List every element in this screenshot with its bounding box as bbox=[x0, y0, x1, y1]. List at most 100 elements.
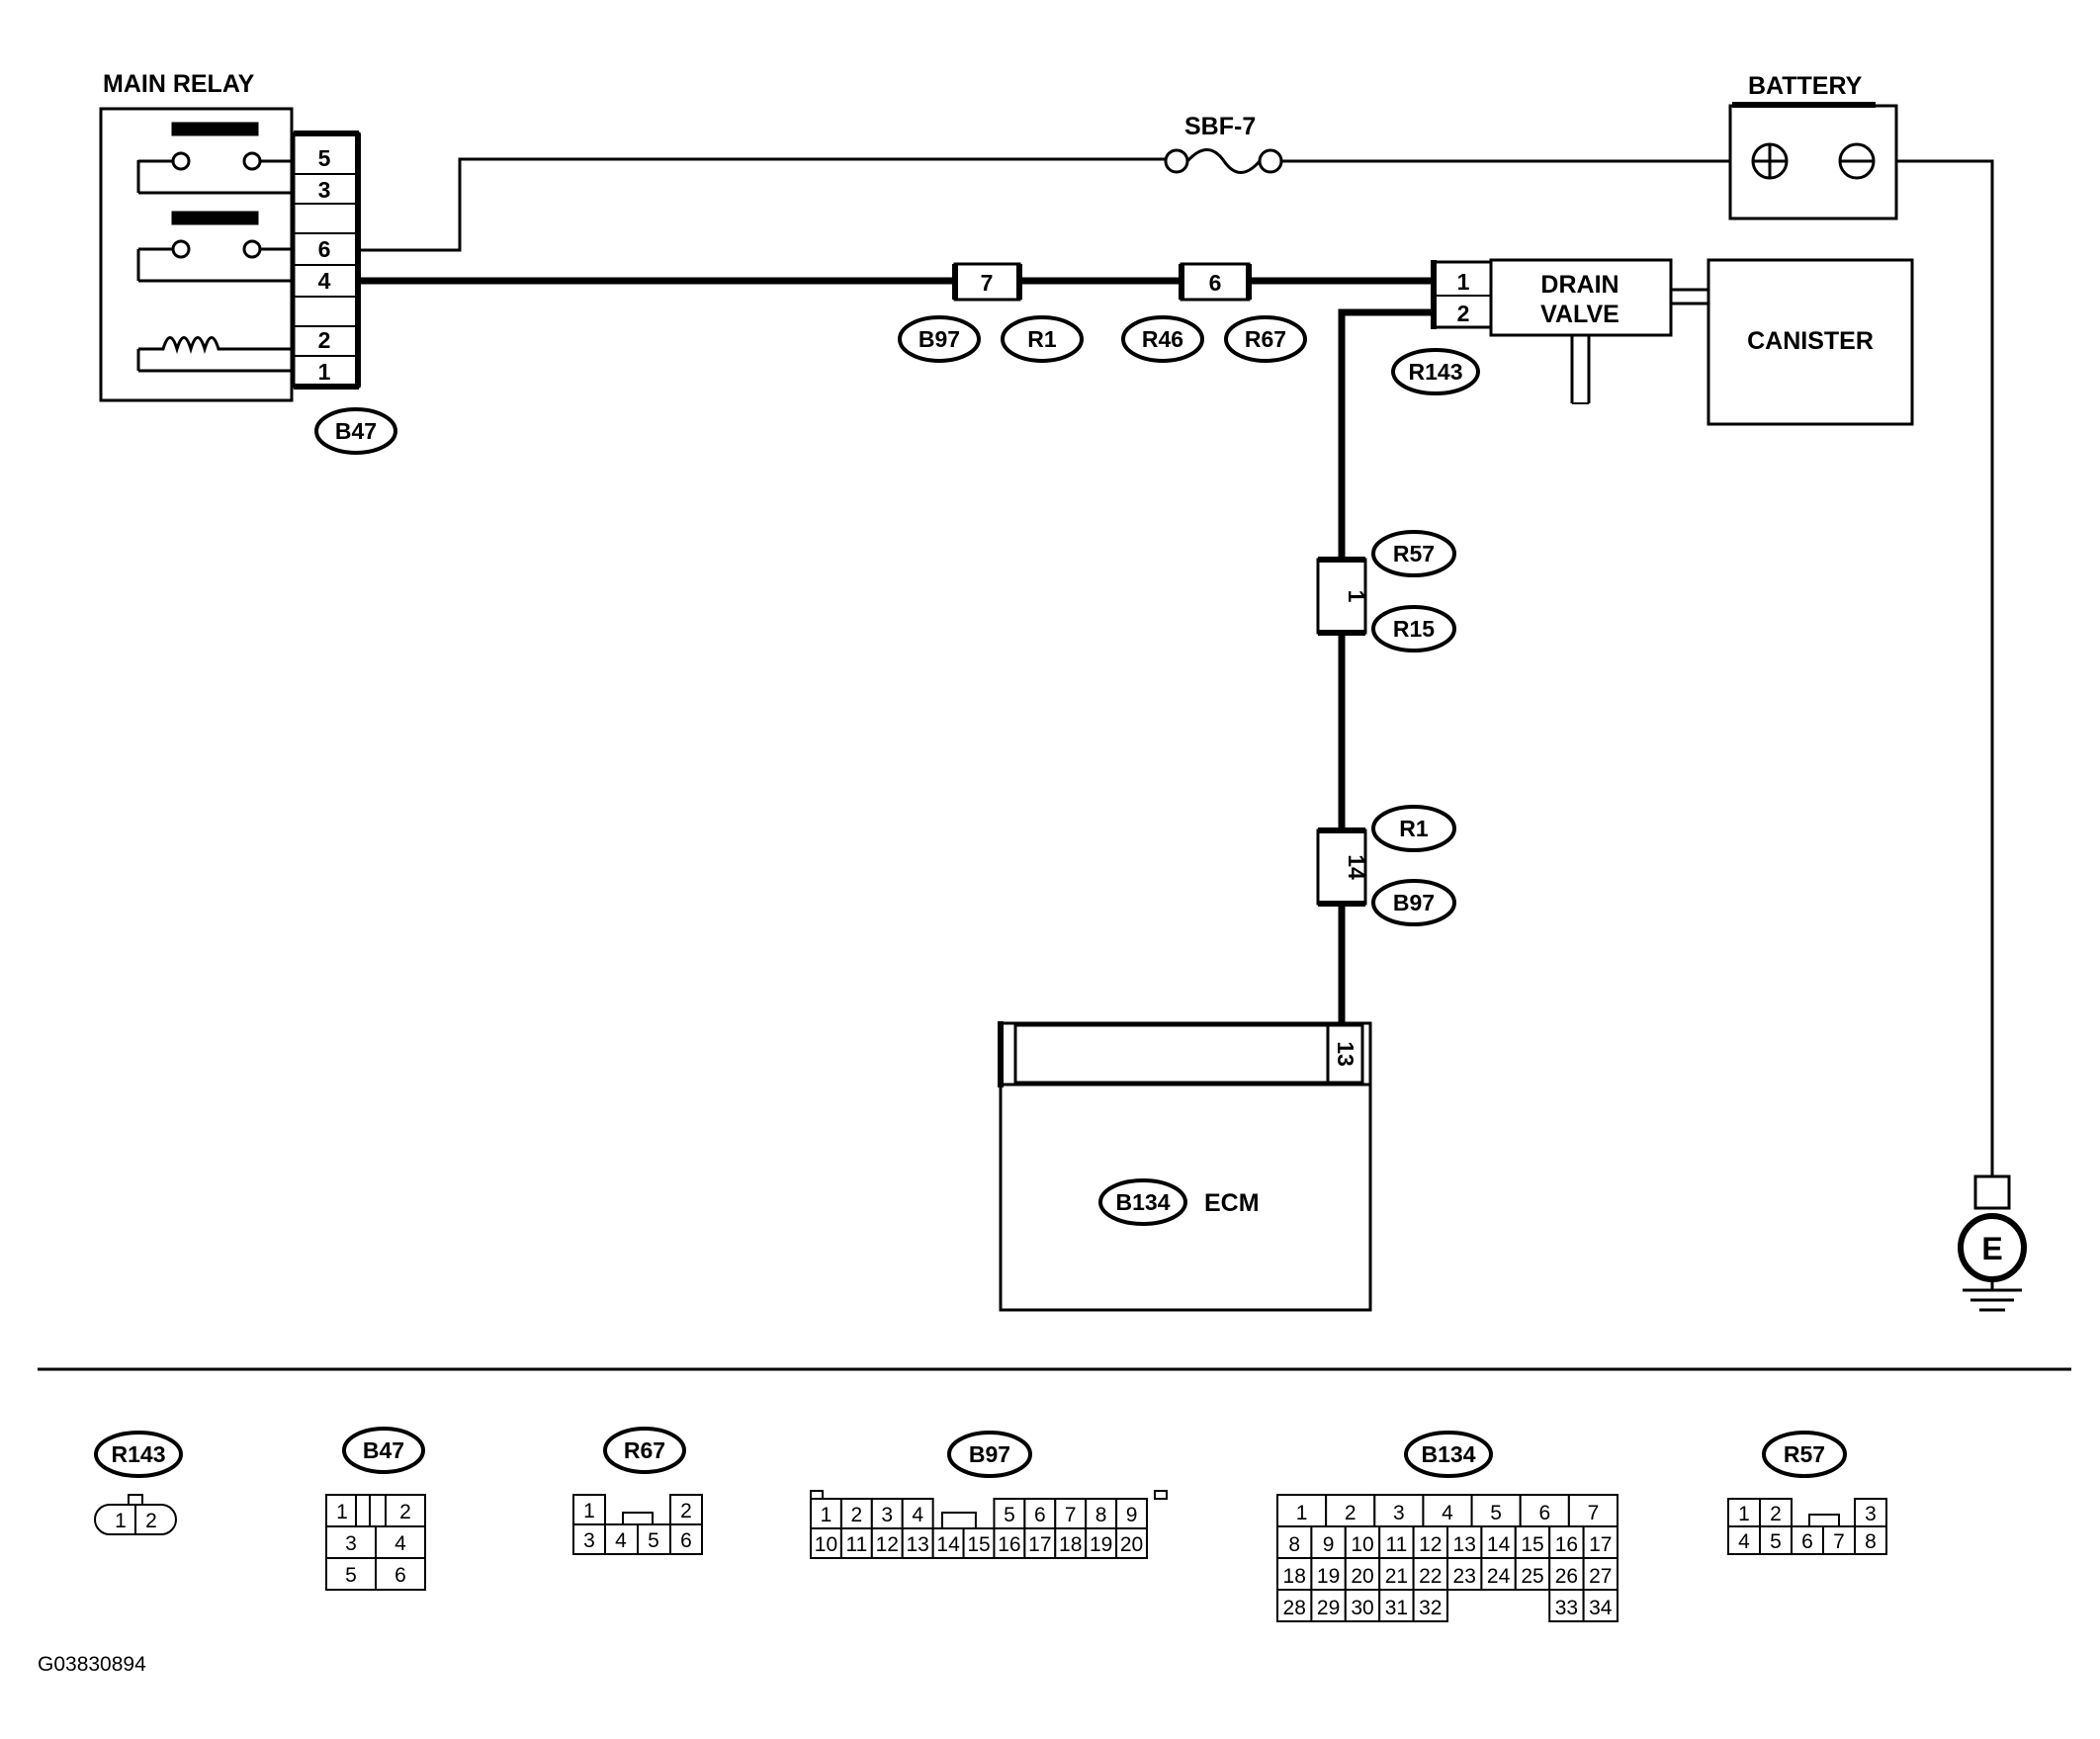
pin-label: 31 bbox=[1385, 1597, 1408, 1619]
pin-label: 6 bbox=[1538, 1502, 1550, 1524]
pin-label: 30 bbox=[1351, 1597, 1373, 1619]
svg-text:4: 4 bbox=[1738, 1530, 1750, 1553]
svg-text:R57: R57 bbox=[1784, 1441, 1825, 1467]
ecm: 13 B134 ECM bbox=[998, 1021, 1372, 1312]
connector-tag-r46: R46 bbox=[1121, 315, 1204, 363]
pin-label: 4 bbox=[1442, 1502, 1453, 1524]
battery bbox=[1728, 102, 1898, 220]
svg-text:6: 6 bbox=[394, 1564, 406, 1587]
pin-cell bbox=[1514, 1557, 1551, 1591]
figure-id: G03830894 bbox=[38, 1653, 146, 1676]
pin-cell bbox=[1115, 1498, 1149, 1529]
connector-tag-b97-vertical: B97 bbox=[1371, 879, 1456, 926]
svg-text:3: 3 bbox=[345, 1532, 357, 1555]
canister: CANISTER bbox=[1706, 258, 1914, 426]
svg-text:B97: B97 bbox=[1393, 890, 1435, 915]
svg-text:CANISTER: CANISTER bbox=[1747, 327, 1874, 355]
pin-cell bbox=[1470, 1494, 1522, 1527]
svg-text:4: 4 bbox=[394, 1532, 406, 1555]
pin-label: 14 bbox=[936, 1533, 960, 1556]
pin-cell bbox=[1412, 1589, 1448, 1622]
pin-label: 25 bbox=[1521, 1565, 1543, 1588]
pin-label: 11 bbox=[845, 1533, 867, 1556]
pin-label: 29 bbox=[1317, 1597, 1340, 1619]
pin-cell bbox=[1548, 1589, 1585, 1622]
pin-label: 15 bbox=[967, 1533, 990, 1556]
pin-label: 21 bbox=[1385, 1565, 1408, 1588]
pin-label: 3 bbox=[1393, 1502, 1405, 1524]
pin-label: 26 bbox=[1555, 1565, 1578, 1588]
pin-label: 3 bbox=[881, 1504, 893, 1526]
pin-cell bbox=[1378, 1557, 1415, 1591]
pin-cell bbox=[1480, 1525, 1517, 1559]
svg-text:R57: R57 bbox=[1393, 541, 1435, 566]
svg-text:R143: R143 bbox=[112, 1441, 166, 1467]
svg-text:7: 7 bbox=[981, 270, 994, 296]
pin-label: 8 bbox=[1288, 1533, 1300, 1556]
pin-label: 17 bbox=[1028, 1533, 1051, 1556]
pin-label: 7 bbox=[1065, 1504, 1077, 1526]
battery-label: BATTERY bbox=[1748, 72, 1863, 100]
svg-text:7: 7 bbox=[1833, 1530, 1845, 1553]
pin-label: 19 bbox=[1317, 1565, 1340, 1588]
pin-label: 32 bbox=[1419, 1597, 1442, 1619]
pin-label: 19 bbox=[1090, 1533, 1112, 1556]
pin-label: 16 bbox=[1555, 1533, 1578, 1556]
pin-label: 13 bbox=[1453, 1533, 1476, 1556]
pin-cell bbox=[1310, 1589, 1347, 1622]
svg-text:B134: B134 bbox=[1422, 1441, 1476, 1467]
pin-label: 8 bbox=[1095, 1504, 1107, 1526]
svg-text:4: 4 bbox=[615, 1529, 627, 1552]
main-relay bbox=[99, 107, 294, 402]
ecm-pin-13: 13 bbox=[1333, 1041, 1358, 1067]
pin-label: 9 bbox=[1126, 1504, 1138, 1526]
connector-view-r143: R143 1 2 bbox=[94, 1431, 183, 1535]
svg-text:B97: B97 bbox=[969, 1441, 1010, 1467]
pin-cell bbox=[1378, 1589, 1415, 1622]
svg-text:R15: R15 bbox=[1393, 616, 1435, 642]
svg-text:B47: B47 bbox=[363, 1437, 404, 1463]
pin-label: 16 bbox=[998, 1533, 1020, 1556]
keying-notch bbox=[940, 1512, 977, 1529]
pin-label: 10 bbox=[1351, 1533, 1373, 1556]
pin-label: 7 bbox=[1588, 1502, 1600, 1524]
svg-text:6: 6 bbox=[1801, 1530, 1813, 1553]
pin-label: 24 bbox=[1487, 1565, 1511, 1588]
fuse-label: SBF-7 bbox=[1184, 113, 1256, 140]
pin-label: 4 bbox=[912, 1504, 923, 1526]
connector-tag-b47: B47 bbox=[314, 407, 397, 455]
connector-tag-b97-top: B97 bbox=[898, 315, 981, 363]
drain-valve: 1 2 DRAIN VALVE bbox=[1431, 258, 1708, 404]
pin-label: 5 bbox=[1004, 1504, 1015, 1526]
pin-label: 1 bbox=[1296, 1502, 1308, 1524]
pin-cell bbox=[1582, 1589, 1619, 1622]
relay-pin-6: 6 bbox=[318, 236, 331, 262]
pin-label: 17 bbox=[1589, 1533, 1612, 1556]
svg-text:14: 14 bbox=[1344, 854, 1369, 880]
pin-cell bbox=[1115, 1527, 1149, 1559]
pin-label: 10 bbox=[815, 1533, 837, 1556]
relay-pin-2: 2 bbox=[318, 327, 331, 353]
wires bbox=[359, 157, 1994, 1176]
svg-text:R1: R1 bbox=[1399, 816, 1429, 841]
pin-cell bbox=[1023, 1527, 1057, 1559]
connector-view-r67: R67 1 2 3 4 5 6 bbox=[572, 1427, 703, 1555]
svg-text:3: 3 bbox=[1865, 1503, 1877, 1525]
svg-text:3: 3 bbox=[583, 1529, 595, 1552]
svg-text:8: 8 bbox=[1865, 1530, 1877, 1553]
pin-cell bbox=[962, 1527, 996, 1559]
pin-label: 5 bbox=[1490, 1502, 1502, 1524]
pin-label: 27 bbox=[1589, 1565, 1612, 1588]
svg-text:R143: R143 bbox=[1409, 359, 1463, 385]
pin-cell bbox=[1548, 1525, 1585, 1559]
connector-tag-r1-top: R1 bbox=[1001, 315, 1084, 363]
svg-text:5: 5 bbox=[648, 1529, 659, 1552]
drain-valve-label-line2: VALVE bbox=[1540, 301, 1619, 328]
svg-text:1: 1 bbox=[336, 1501, 348, 1523]
valve-pin-1: 1 bbox=[1457, 269, 1470, 295]
pin-label: 2 bbox=[851, 1504, 863, 1526]
connector-tag-b134: B134 bbox=[1116, 1189, 1171, 1215]
relay-pin-4: 4 bbox=[318, 268, 331, 294]
pin-label: 12 bbox=[876, 1533, 899, 1556]
